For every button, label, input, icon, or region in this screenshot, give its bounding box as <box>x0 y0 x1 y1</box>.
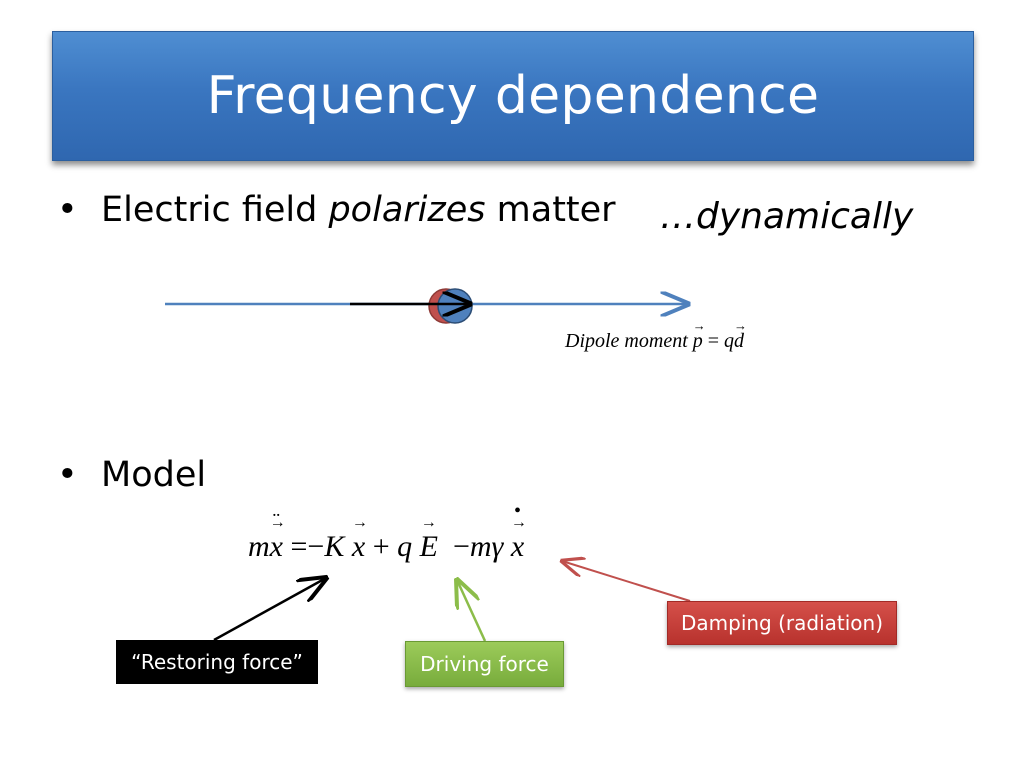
bullet-text: Model <box>101 455 207 495</box>
dipole-equals: = <box>707 330 720 352</box>
q-symbol: q <box>724 330 735 352</box>
bullet-marker: • <box>57 190 78 230</box>
eq-field: E <box>420 514 439 564</box>
eq-velocity: x <box>511 500 525 564</box>
bullet-marker: • <box>57 455 78 495</box>
eq-charge: q <box>397 530 413 563</box>
restoring-force-label: “Restoring force” <box>116 640 318 684</box>
d-vector: d <box>734 318 744 353</box>
restoring-pointer <box>213 578 326 642</box>
eq-gamma: γ <box>491 530 504 563</box>
eq-position: x <box>352 514 366 564</box>
dipole-moment-formula: Dipole moment p = qd <box>565 318 744 353</box>
eq-plus: + <box>372 530 390 563</box>
slide-title: Frequency dependence <box>206 66 820 126</box>
dipole-label-text: Dipole moment <box>565 330 688 352</box>
eq-minus: − <box>307 530 325 563</box>
p-vector: p <box>693 318 703 353</box>
bullet-emphasis: polarizes <box>328 190 486 230</box>
title-bar: Frequency dependence <box>52 31 974 161</box>
eq-mass: m <box>248 530 270 563</box>
bullet-text-after: matter <box>485 190 616 230</box>
driving-force-label: Driving force <box>405 641 564 687</box>
equation-of-motion: mx =−K x + q E −mγ x <box>248 500 525 564</box>
bullet-electric-field: • Electric field polarizes matter <box>57 190 616 230</box>
eq-acceleration: x <box>270 508 284 564</box>
bullet-model: • Model <box>57 455 207 495</box>
positive-charge <box>437 288 473 324</box>
bullet-text: Electric field <box>101 190 329 230</box>
driving-pointer <box>457 580 487 642</box>
eq-minus-2: − <box>452 530 470 563</box>
eq-k: K <box>324 530 345 563</box>
damping-label: Damping (radiation) <box>667 601 897 645</box>
eq-equals: = <box>290 530 308 563</box>
dynamically-annotation: …dynamically <box>660 196 914 237</box>
eq-mass-2: m <box>469 530 492 563</box>
damping-pointer <box>562 561 691 602</box>
